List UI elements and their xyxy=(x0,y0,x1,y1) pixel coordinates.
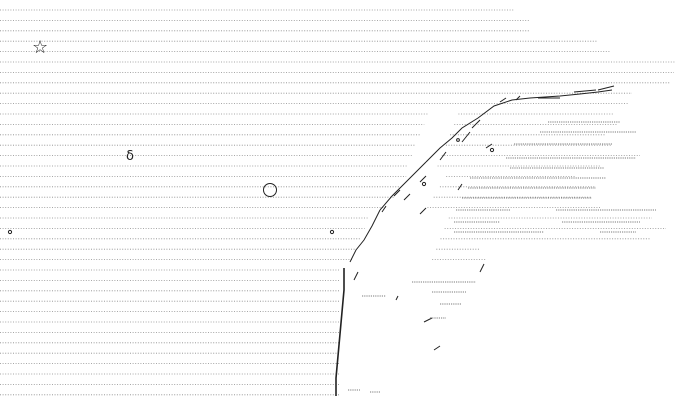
star-glyph: ☆ xyxy=(32,37,48,58)
cliff-mid-edge xyxy=(379,161,427,211)
small-dot-cliff-b xyxy=(421,181,427,187)
cliff-outline xyxy=(335,85,615,396)
cliff-lower-edge xyxy=(349,209,381,263)
delta-glyph: δ xyxy=(126,149,134,164)
dotted-background-rows xyxy=(0,9,676,396)
cliff-vertical-wall xyxy=(335,268,345,396)
small-dot-cliff-c xyxy=(456,138,460,142)
small-dot-left xyxy=(7,229,13,235)
cliff-strokes-inner xyxy=(353,143,493,351)
cliff-upper-edge xyxy=(425,89,613,163)
cliff-texture xyxy=(348,121,656,393)
cliff-dashes xyxy=(381,95,521,213)
small-dot-mid xyxy=(329,229,335,235)
moon-circle xyxy=(263,183,277,197)
scattered-marks xyxy=(7,138,495,235)
cliff-top-ledge xyxy=(538,85,615,99)
small-dot-cliff-a xyxy=(489,147,495,153)
